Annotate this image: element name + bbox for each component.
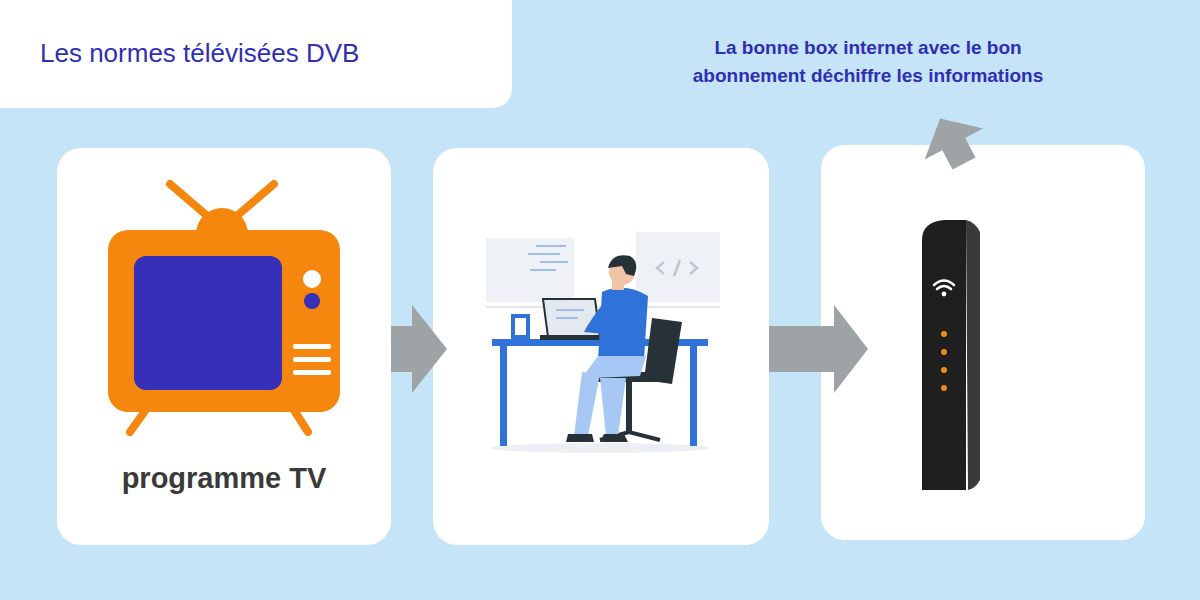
box-label: programme TV bbox=[57, 462, 391, 495]
internet-box bbox=[922, 220, 980, 490]
illustration-box bbox=[433, 148, 769, 545]
developer-illustration bbox=[486, 232, 720, 453]
flow-arrow bbox=[391, 103, 993, 393]
caption-note: La bonne box internet avec le bon abonne… bbox=[628, 34, 1108, 90]
title-tab bbox=[0, 0, 512, 108]
diagram-title: Les normes télévisées DVB bbox=[40, 38, 359, 69]
tv-icon bbox=[57, 148, 391, 448]
router-box bbox=[821, 145, 1145, 540]
tv-program-box: programme TV bbox=[57, 148, 391, 545]
